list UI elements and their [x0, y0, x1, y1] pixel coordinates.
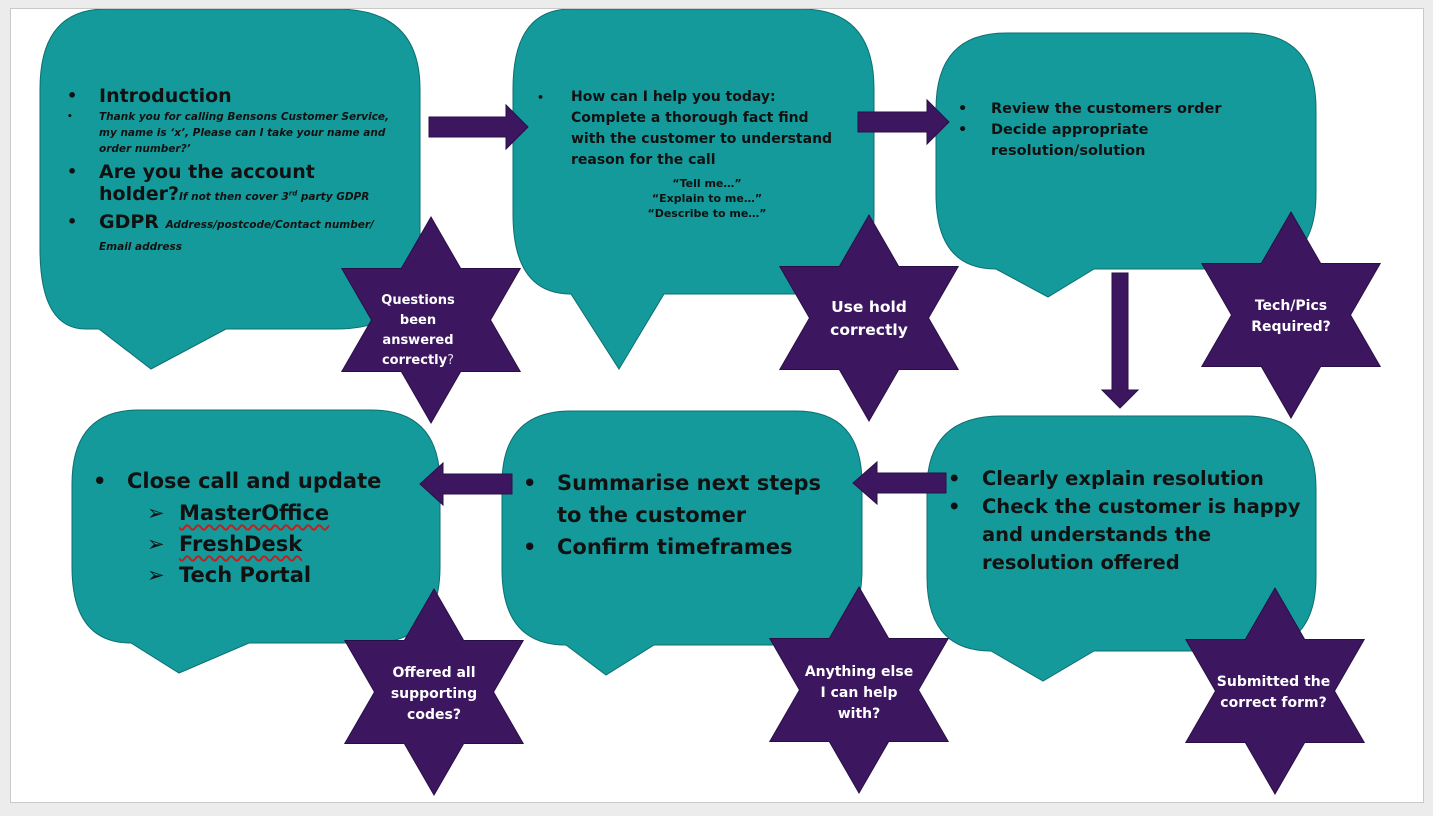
star-text-tech: Tech/Pics Required? — [1241, 296, 1341, 338]
intro-item-gdpr: • GDPR Address/postcode/Contact number/ … — [67, 211, 374, 253]
bubble-close-call — [71, 409, 441, 674]
star-text-form: Submitted the correct form? — [1211, 672, 1336, 714]
anything-label: Anything else I can help with? — [804, 664, 914, 722]
questions-label: Questions been answered correctly — [381, 293, 455, 368]
intro-item-script: • Thank you for calling Bensons Customer… — [67, 111, 390, 155]
arrow-review-to-explain — [1100, 272, 1140, 409]
star-codes — [343, 587, 525, 797]
help-text: • How can I help you today: Complete a t… — [537, 87, 843, 221]
explain-resolution-label: Clearly explain resolution — [982, 467, 1264, 490]
explain-text: • Clearly explain resolution • Check the… — [948, 465, 1302, 577]
star-anything — [768, 585, 950, 795]
tech-portal-label: Tech Portal — [179, 563, 312, 587]
intro-script: Thank you for calling Bensons Customer S… — [99, 111, 390, 155]
codes-label: Offered all supporting codes? — [390, 665, 478, 723]
bubble-introduction — [39, 9, 421, 370]
third-party-note-end: party GDPR — [297, 191, 370, 203]
star-questions — [340, 215, 522, 425]
summarise-text: • Summarise next steps to the customer •… — [523, 467, 847, 563]
prompt-explain-to-me: “Explain to me…” — [651, 192, 763, 205]
bubble-how-can-i-help — [512, 9, 875, 370]
flow-diagram — [39, 9, 1382, 797]
intro-item-heading: • Introduction — [67, 85, 232, 107]
star-text-anything: Anything else I can help with? — [804, 662, 914, 725]
close-text: • Close call and update ➢ MasterOffice ➢… — [93, 466, 427, 591]
masteroffice-label: MasterOffice — [179, 501, 330, 525]
star-form — [1184, 586, 1366, 796]
bubble-summarise — [501, 410, 863, 676]
arrow-summarise-to-close — [419, 461, 513, 507]
explain-item-2: • Check the customer is happy and unders… — [948, 495, 1301, 574]
star-hold — [778, 213, 960, 423]
prompt-describe-to-me: “Describe to me…” — [647, 207, 767, 220]
account-holder-heading: Are you the account holder? — [99, 161, 315, 205]
close-item-1: • Close call and update — [93, 469, 382, 493]
gdpr-note: Address/postcode/Contact number/ Email a… — [99, 219, 374, 253]
hold-label: Use hold correctly — [830, 298, 908, 339]
arrow-help-to-review — [857, 98, 950, 146]
close-sub-1: ➢ MasterOffice — [147, 501, 330, 525]
summarise-item-1: • Summarise next steps to the customer — [523, 471, 822, 527]
intro-text: • Introduction • Thank you for calling B… — [67, 85, 399, 255]
review-item-1: • Review the customers order — [958, 101, 1222, 117]
summarise-item-2: • Confirm timeframes — [523, 535, 793, 559]
third-party-sup: rd — [288, 189, 298, 198]
form-label: Submitted the correct form? — [1216, 674, 1331, 711]
freshdesk-label: FreshDesk — [179, 532, 303, 556]
slide: • Introduction • Thank you for calling B… — [10, 8, 1424, 803]
prompt-tell-me: “Tell me…” — [672, 177, 742, 190]
intro-heading: Introduction — [99, 85, 232, 107]
star-text-questions: Questions been answered correctly? — [363, 291, 473, 371]
help-description: How can I help you today: Complete a tho… — [571, 89, 833, 168]
close-sub-3: ➢ Tech Portal — [147, 563, 312, 587]
star-tech — [1200, 210, 1382, 420]
star-text-hold: Use hold correctly — [819, 296, 919, 342]
intro-item-account-holder: • Are you the account holder?If not then… — [67, 161, 370, 205]
review-order-label: Review the customers order — [991, 101, 1222, 117]
summarise-label: Summarise next steps to the customer — [557, 471, 822, 527]
decide-resolution-label: Decide appropriate resolution/solution — [991, 122, 1149, 159]
check-customer-label: Check the customer is happy and understa… — [982, 495, 1301, 574]
bubble-review-order — [935, 32, 1317, 298]
bubble-explain-resolution — [926, 415, 1317, 682]
gdpr-heading: GDPR — [99, 211, 159, 233]
review-item-2: • Decide appropriate resolution/solution — [958, 122, 1149, 159]
arrow-intro-to-help — [428, 103, 529, 151]
help-item: • How can I help you today: Complete a t… — [537, 89, 833, 168]
confirm-timeframes-label: Confirm timeframes — [557, 535, 793, 559]
close-sub-2: ➢ FreshDesk — [147, 532, 303, 556]
review-text: • Review the customers order • Decide ap… — [958, 99, 1291, 162]
tech-label: Tech/Pics Required? — [1251, 298, 1331, 335]
close-call-label: Close call and update — [127, 469, 382, 493]
questions-mark: ? — [447, 353, 455, 368]
star-text-codes: Offered all supporting codes? — [379, 663, 489, 726]
arrow-explain-to-summarise — [852, 460, 947, 506]
explain-item-1: • Clearly explain resolution — [948, 467, 1264, 490]
third-party-note: If not then cover 3 — [178, 191, 289, 203]
